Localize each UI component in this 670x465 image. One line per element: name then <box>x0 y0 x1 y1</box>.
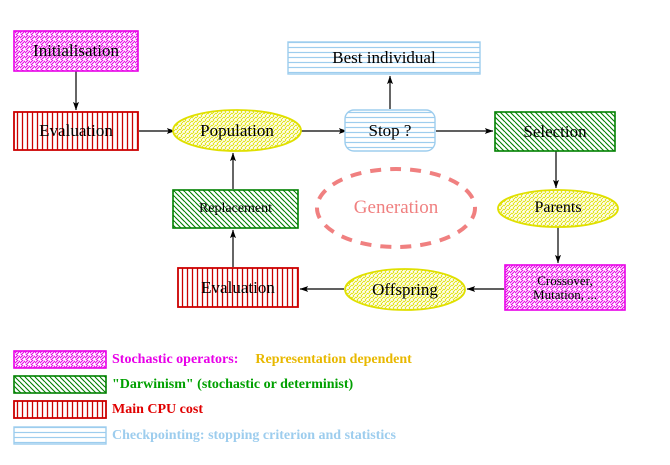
legend-row-checkpointing: Checkpointing: stopping criterion and st… <box>112 428 396 444</box>
shape-best-individual <box>287 41 481 75</box>
shape-stop <box>344 109 436 152</box>
legend-swatch-stochastic <box>13 350 107 369</box>
legend-row-darwinism: "Darwinism" (stochastic or determinist) <box>112 377 353 393</box>
legend-row-stochastic: Stochastic operators: Representation dep… <box>112 352 412 368</box>
shape-evaluation-top <box>13 111 139 151</box>
legend: Stochastic operators: Representation dep… <box>0 340 670 465</box>
shape-crossover-mutation <box>504 264 626 311</box>
legend-swatch-cpu-cost <box>13 400 107 419</box>
shape-selection <box>494 111 616 152</box>
node-initialisation[interactable]: Initialisation <box>14 31 138 71</box>
shape-offspring <box>344 268 466 311</box>
node-stop[interactable]: Stop ? <box>345 110 435 151</box>
node-label-offspring: Offspring <box>372 279 438 299</box>
node-label-selection: Selection <box>523 121 587 141</box>
node-label-population: Population <box>200 120 274 140</box>
node-evaluation-top[interactable]: Evaluation <box>14 112 138 150</box>
node-label-parents: Parents <box>534 199 582 217</box>
node-label-evaluation-bottom: Evaluation <box>201 277 275 297</box>
shape-evaluation-bottom <box>177 267 299 308</box>
node-crossover-mutation[interactable]: Crossover, Mutation, ... <box>505 265 625 310</box>
node-parents[interactable]: Parents <box>498 190 618 227</box>
legend-swatch-checkpointing <box>13 426 107 445</box>
node-evaluation-bottom[interactable]: Evaluation <box>178 268 298 307</box>
node-label-generation: Generation <box>353 197 439 219</box>
shape-initialisation <box>13 30 139 72</box>
node-offspring[interactable]: Offspring <box>345 269 465 310</box>
shape-generation <box>315 167 477 249</box>
node-population[interactable]: Population <box>173 110 301 151</box>
node-label-evaluation-top: Evaluation <box>39 121 113 141</box>
legend-label-darwinism: "Darwinism" (stochastic or determinist) <box>112 377 354 392</box>
shape-group <box>13 30 626 311</box>
node-best-individual[interactable]: Best individual <box>288 42 480 74</box>
legend-label-cpu-cost: Main CPU cost <box>112 402 203 417</box>
legend-swatch-canvas <box>13 350 107 445</box>
legend-label-stochastic: Stochastic operators: <box>112 352 239 367</box>
node-label-stop: Stop ? <box>368 120 412 140</box>
shape-replacement <box>172 189 299 229</box>
node-label-replacement: Replacement <box>198 200 273 216</box>
node-label-best-individual: Best individual <box>332 48 436 68</box>
legend-label-representation: Representation dependent <box>255 352 412 367</box>
shape-parents <box>497 189 619 228</box>
node-label-crossover-mutation: Crossover, Mutation, ... <box>533 272 597 302</box>
legend-row-cpu-cost: Main CPU cost <box>112 402 203 418</box>
node-label-initialisation: Initialisation <box>33 41 119 61</box>
node-replacement[interactable]: Replacement <box>173 190 298 228</box>
node-generation[interactable]: Generation <box>317 169 475 247</box>
shape-population <box>172 109 302 152</box>
legend-swatch-darwinism <box>13 375 107 394</box>
edge-group <box>73 71 562 293</box>
node-selection[interactable]: Selection <box>495 112 615 151</box>
legend-label-checkpointing: Checkpointing: stopping criterion and st… <box>112 428 396 443</box>
